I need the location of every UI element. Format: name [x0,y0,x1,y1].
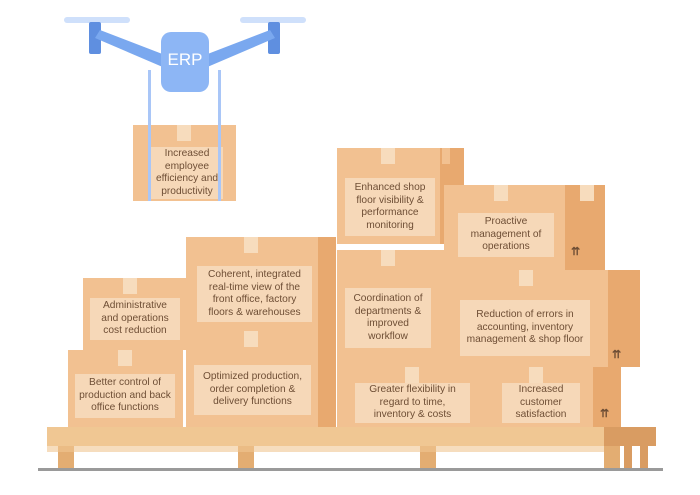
pallet-block [624,446,632,468]
box-label: Optimized production, order completion &… [194,365,311,415]
pallet-block [604,446,620,468]
box-label: Better control of production and back of… [75,374,175,418]
box-label: Coordination of departments & improved w… [345,288,431,348]
pallet-block [238,446,254,468]
box-satisfaction: Increased customer satisfaction ⇈ [487,367,621,427]
box-coordination: Coordination of departments & improved w… [337,250,444,367]
box-reduction: Reduction of errors in accounting, inven… [444,270,640,367]
box-label: Reduction of errors in accounting, inven… [460,300,590,356]
this-side-up-mark: ⇈ [571,246,580,258]
pallet-block [420,446,436,468]
box-better-control: Better control of production and back of… [68,350,183,427]
pallet-rail [47,446,604,452]
pallet-deck [47,427,620,446]
box-coherent: Coherent, integrated real-time view of t… [186,237,336,331]
pallet-block [640,446,648,468]
drone-body [161,32,209,92]
rope-front-right [218,125,221,201]
drone-arms [95,30,275,68]
box-optimized: Optimized production, order completion &… [186,331,336,427]
box-label: Coherent, integrated real-time view of t… [197,266,312,322]
box-label: Proactive management of operations [458,213,554,257]
box-administrative: Administrative and operations cost reduc… [83,278,186,350]
box-enhanced: Enhanced shop floor visibility & perform… [337,148,464,244]
box-label: Increased employee efficiency and produc… [151,147,223,199]
pallet-side [604,427,656,446]
rope-front-left [148,125,151,201]
propeller-right [240,17,306,23]
box-proactive: Proactive management of operations ⇈ [444,185,605,270]
this-side-up-mark: ⇈ [612,349,621,361]
pallet-block [58,446,74,468]
ground-line [38,468,663,471]
box-label: Enhanced shop floor visibility & perform… [345,178,435,236]
drone-label: ERP [167,50,203,69]
box-label: Administrative and operations cost reduc… [90,298,180,340]
box-label: Increased customer satisfaction [502,383,580,423]
box-flexibility: Greater flexibility in regard to time, i… [337,367,487,427]
box-label: Greater flexibility in regard to time, i… [355,383,470,423]
propeller-left [64,17,130,23]
this-side-up-mark: ⇈ [600,408,609,420]
